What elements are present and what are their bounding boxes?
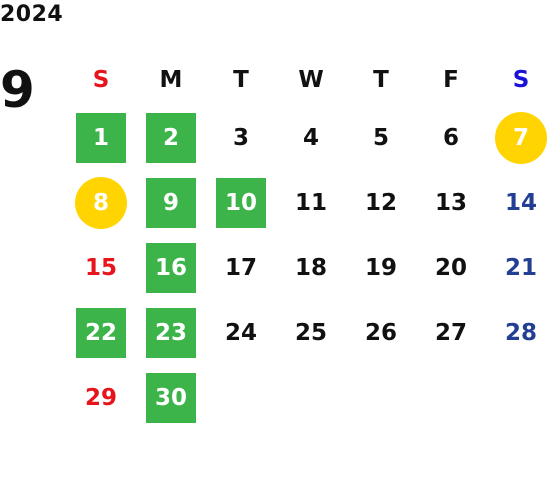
day-cell: 27 — [416, 300, 486, 365]
day-cell: 20 — [416, 235, 486, 300]
day-15[interactable]: 15 — [84, 254, 117, 281]
day-cell: 10 — [206, 170, 276, 235]
day-5[interactable]: 5 — [372, 124, 389, 151]
day-cell: 7 — [486, 105, 548, 170]
day-13[interactable]: 13 — [434, 189, 467, 216]
day-cell: 2 — [136, 105, 206, 170]
weekday-tuesday: T — [233, 67, 249, 93]
day-7[interactable]: 7 — [495, 111, 547, 164]
day-cell: 19 — [346, 235, 416, 300]
day-cell: 4 — [276, 105, 346, 170]
day-cell: 1 — [66, 105, 136, 170]
weekday-thursday: T — [373, 67, 389, 93]
weekday-friday: F — [443, 67, 459, 93]
day-2[interactable]: 2 — [146, 112, 196, 163]
day-20[interactable]: 20 — [434, 254, 467, 281]
day-12[interactable]: 12 — [364, 189, 397, 216]
day-cell: 17 — [206, 235, 276, 300]
day-cell: 30 — [136, 365, 206, 430]
day-6[interactable]: 6 — [442, 124, 459, 151]
day-cell: 13 — [416, 170, 486, 235]
day-30[interactable]: 30 — [146, 372, 196, 423]
day-cell: 24 — [206, 300, 276, 365]
day-28[interactable]: 28 — [504, 319, 537, 346]
day-14[interactable]: 14 — [504, 189, 537, 216]
day-cell: 6 — [416, 105, 486, 170]
day-cell: 8 — [66, 170, 136, 235]
day-cell: 28 — [486, 300, 548, 365]
weekday-saturday: S — [512, 67, 530, 93]
day-cell: 11 — [276, 170, 346, 235]
day-25[interactable]: 25 — [294, 319, 327, 346]
day-cell: 25 — [276, 300, 346, 365]
day-23[interactable]: 23 — [146, 307, 196, 358]
day-19[interactable]: 19 — [364, 254, 397, 281]
day-cell: 12 — [346, 170, 416, 235]
weekday-sunday: S — [92, 67, 110, 93]
day-cell: 23 — [136, 300, 206, 365]
day-10[interactable]: 10 — [216, 177, 266, 228]
day-cell: 15 — [66, 235, 136, 300]
day-11[interactable]: 11 — [294, 189, 327, 216]
day-cell: 5 — [346, 105, 416, 170]
day-cell: 14 — [486, 170, 548, 235]
day-cell: 21 — [486, 235, 548, 300]
day-cell: 29 — [66, 365, 136, 430]
day-21[interactable]: 21 — [504, 254, 537, 281]
day-cell: 3 — [206, 105, 276, 170]
day-27[interactable]: 27 — [434, 319, 467, 346]
day-cell: 18 — [276, 235, 346, 300]
day-4[interactable]: 4 — [302, 124, 319, 151]
day-1[interactable]: 1 — [76, 112, 126, 163]
day-cell: 26 — [346, 300, 416, 365]
day-3[interactable]: 3 — [232, 124, 249, 151]
day-cell: 22 — [66, 300, 136, 365]
day-29[interactable]: 29 — [84, 384, 117, 411]
day-9[interactable]: 9 — [146, 177, 196, 228]
day-24[interactable]: 24 — [224, 319, 257, 346]
day-16[interactable]: 16 — [146, 242, 196, 293]
day-26[interactable]: 26 — [364, 319, 397, 346]
weekday-monday: M — [159, 67, 183, 93]
day-22[interactable]: 22 — [76, 307, 126, 358]
year-label: 2024 — [0, 2, 64, 27]
day-17[interactable]: 17 — [224, 254, 257, 281]
day-8[interactable]: 8 — [75, 176, 127, 229]
month-number: 9 — [0, 61, 35, 119]
day-cell: 9 — [136, 170, 206, 235]
weekday-header: S M T W T F S — [66, 58, 548, 102]
day-cell: 16 — [136, 235, 206, 300]
weekday-wednesday: W — [298, 67, 324, 93]
day-18[interactable]: 18 — [294, 254, 327, 281]
